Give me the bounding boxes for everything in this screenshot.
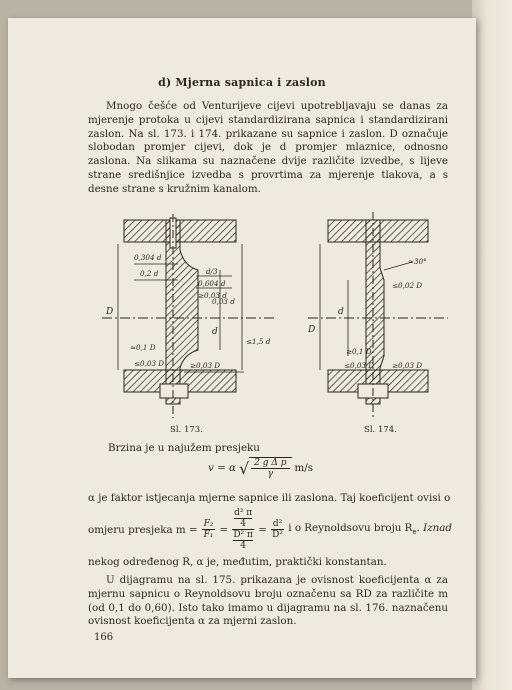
nekog-line: nekog određenog R, α je, međutim, prakti… <box>88 556 387 568</box>
label-0304d: 0,304 d <box>134 253 162 262</box>
caption-174: Sl. 174. <box>364 425 397 435</box>
page-number: 166 <box>94 632 114 643</box>
svg-text:D: D <box>105 307 113 317</box>
svg-text:≤0,03 D: ≤0,03 D <box>344 361 374 370</box>
book-page: d) Mjerna sapnica i zaslon Mnogo češće o… <box>8 18 476 678</box>
svg-text:d: d <box>338 307 344 317</box>
next-page-edge <box>472 0 512 690</box>
section-heading: d) Mjerna sapnica i zaslon <box>158 76 326 89</box>
intro-paragraph: Mnogo češće od Venturijeve cijevi upotre… <box>88 100 448 195</box>
svg-text:≤1,5 d: ≤1,5 d <box>246 337 271 346</box>
alpha-line: α je faktor istjecanja mjerne sapnice il… <box>88 492 451 504</box>
caption-173: Sl. 173. <box>170 425 203 435</box>
svg-text:0,2 d: 0,2 d <box>140 269 159 278</box>
svg-text:≈0,1 D: ≈0,1 D <box>130 343 156 352</box>
svg-text:d: d <box>212 327 218 337</box>
nozzle-body <box>165 219 199 405</box>
svg-text:≈30°: ≈30° <box>408 257 427 266</box>
svg-text:d/3: d/3 <box>206 267 218 276</box>
svg-text:0,03 d: 0,03 d <box>212 297 235 306</box>
svg-text:≤0,03 D: ≤0,03 D <box>134 359 164 368</box>
svg-text:≤0,02 D: ≤0,02 D <box>392 281 422 290</box>
svg-text:≥0,03 D: ≥0,03 D <box>190 361 220 370</box>
figure-173-nozzle: 0,304 d 0,2 d d/3 0,604 d ≥0,03 d D d 0,… <box>102 214 276 418</box>
svg-text:≥0,1 D: ≥0,1 D <box>346 347 372 356</box>
svg-text:0,604 d: 0,604 d <box>198 279 226 288</box>
figure-174-orifice: ≈30° ≤0,02 D D d ≥0,1 D ≤0,03 D ≥0,03 D <box>308 212 448 418</box>
svg-text:≥0,03 D: ≥0,03 D <box>392 361 422 370</box>
svg-text:≥0,03 d: ≥0,03 d <box>198 291 227 300</box>
brzina-line: Brzina je u najužem presjeku <box>108 442 260 454</box>
closing-paragraph: U dijagramu na sl. 175. prikazana je ovi… <box>88 574 448 628</box>
orifice-plate <box>365 219 385 405</box>
svg-text:D: D <box>308 325 315 335</box>
